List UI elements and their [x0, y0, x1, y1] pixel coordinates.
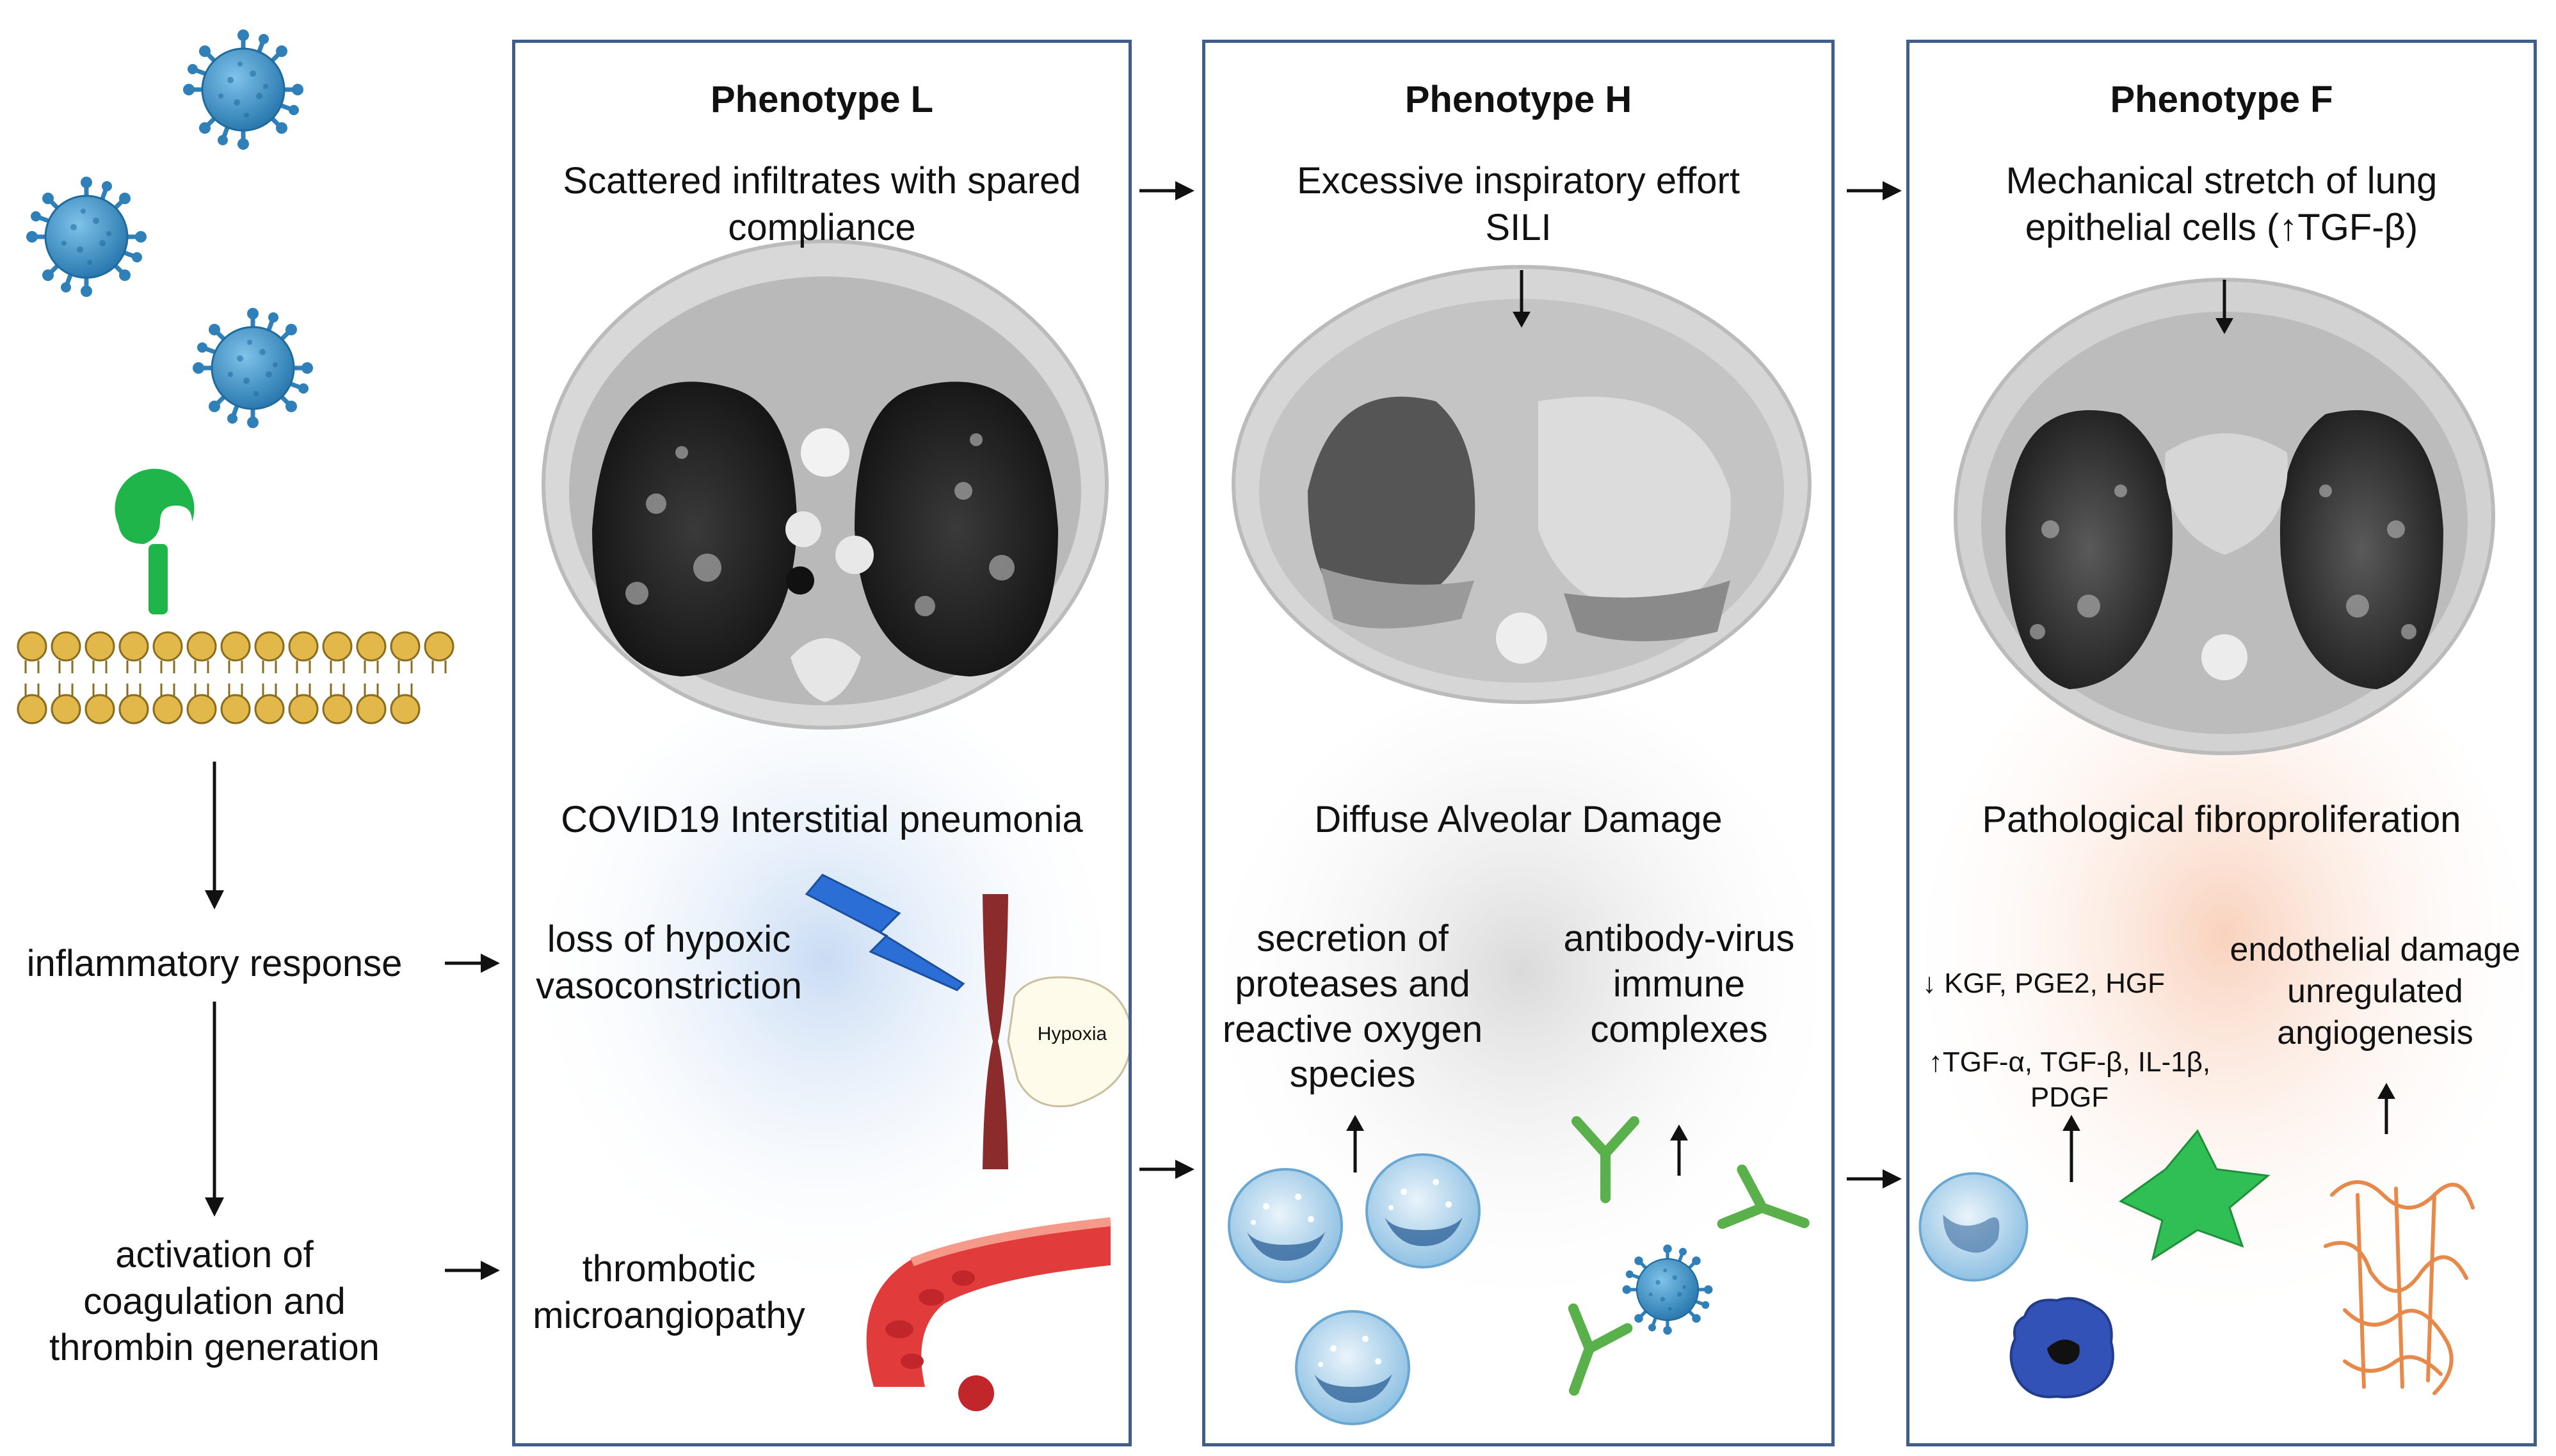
arrow-up-icon: [1670, 1124, 1688, 1176]
phenotype-l-graphics: [542, 239, 1129, 1411]
lightning-icon: [805, 874, 965, 991]
ct-scan-image: [1954, 278, 2495, 755]
phenotype-l-section: COVID19 Interstitial pneumonia: [561, 799, 1083, 840]
endothelial-damage-label: endothelial damage unregulated angiogene…: [2230, 931, 2521, 1052]
macrophage-icon: [2009, 1297, 2114, 1398]
capillary-network-icon: [2324, 1180, 2475, 1395]
arrow-up-icon: [2062, 1115, 2080, 1182]
neutrophil-icon: [1295, 1310, 1410, 1425]
proteases-label: secretion of proteases and reactive oxyg…: [1222, 918, 1483, 1096]
hypoxic-vasoconstriction-label: loss of hypoxic vasoconstriction: [536, 918, 802, 1007]
ct-scan-image: [542, 239, 1109, 730]
hypoxia-label: Hypoxia: [1037, 1023, 1107, 1044]
antibody-icon: [1547, 1309, 1628, 1401]
phenotype-l-subtitle: Scattered infiltrates with spared compli…: [563, 160, 1081, 248]
phenotype-h-panel: Phenotype H Excessive inspiratory effort…: [1202, 40, 1835, 1446]
virus-icon: [183, 29, 303, 150]
arrow-up-icon: [2377, 1083, 2395, 1134]
phenotype-l-title: Phenotype L: [710, 79, 934, 120]
arrow-down-icon: [2215, 280, 2233, 334]
phenotype-f-graphics: [1918, 278, 2525, 1398]
phenotype-h-title: Phenotype H: [1404, 79, 1632, 120]
cell-membrane-icon: [17, 631, 454, 724]
antibody-virus-label: antibody-virus immune complexes: [1563, 918, 1795, 1050]
virus-icon: [26, 177, 147, 297]
virus-icon: [193, 308, 313, 428]
virus-icon: [1623, 1245, 1713, 1335]
phenotype-l-panel: Phenotype L Scattered infiltrates with s…: [512, 40, 1132, 1446]
up-factors-label: ↑TGF-α, TGF-β, IL-1β, PDGF: [1928, 1046, 2211, 1113]
coagulation-label: activation of coagulation and thrombin g…: [49, 1234, 380, 1368]
neutrophil-icon: [1365, 1153, 1481, 1268]
ct-scan-image: [1232, 265, 1812, 704]
phenotype-h-subtitle: Excessive inspiratory effort SILI: [1297, 160, 1740, 248]
phenotype-h-graphics: [1221, 265, 1822, 1425]
ace2-receptor-icon: [115, 468, 195, 614]
inflammatory-response-label: inflammatory response: [26, 943, 403, 984]
phenotype-h-section: Diffuse Alveolar Damage: [1314, 799, 1723, 840]
phenotype-f-section: Pathological fibroproliferation: [1982, 799, 2461, 840]
thrombotic-microangiopathy-label: thrombotic microangiopathy: [533, 1248, 805, 1336]
arrow-down-icon: [1513, 270, 1531, 328]
neutrophil-icon: [1918, 1172, 2029, 1282]
phenotype-f-panel: Phenotype F Mechanical stretch of lung e…: [1906, 40, 2537, 1446]
phenotype-f-subtitle: Mechanical stretch of lung epithelial ce…: [2005, 160, 2438, 248]
phenotype-f-title: Phenotype F: [2110, 79, 2333, 120]
down-factors-label: ↓ KGF, PGE2, HGF: [1922, 968, 2165, 999]
blood-vessel-icon: [866, 1217, 1111, 1411]
neutrophil-icon: [1228, 1168, 1343, 1283]
constricted-vessel-icon: [983, 894, 1129, 1169]
arrow-up-icon: [1346, 1115, 1364, 1172]
fibroblast-icon: [2119, 1129, 2271, 1261]
